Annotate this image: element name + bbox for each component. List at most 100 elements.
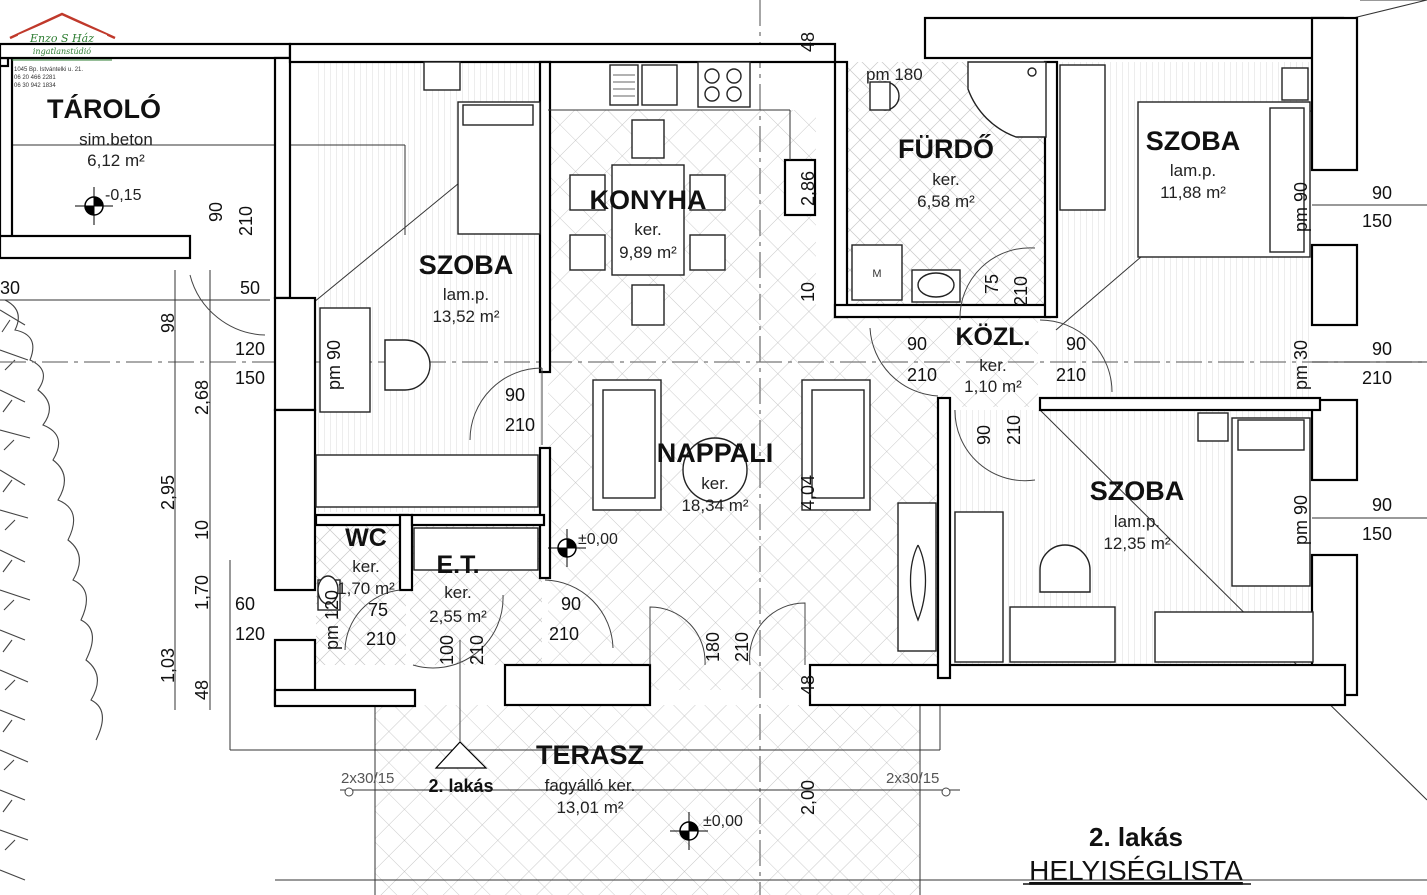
room-area: 13,01 m²: [556, 798, 623, 817]
floor-terasz: [375, 705, 920, 895]
pm-120: pm 120: [322, 590, 342, 650]
dim-30: 30: [0, 278, 20, 298]
dim-286: 2,86: [798, 171, 818, 206]
r-90c: 90: [1372, 495, 1392, 515]
room-nappali: NAPPALI ker. 18,34 m² ±0,00: [578, 438, 773, 548]
room-area: 18,34 m²: [681, 496, 748, 515]
s3-90: 90: [974, 425, 994, 445]
dim-170: 1,70: [192, 575, 212, 610]
room-floor: lam.p.: [443, 285, 489, 304]
room-name: TÁROLÓ: [47, 93, 161, 124]
room-area: 11,88 m²: [1160, 183, 1226, 202]
logo-phone1: 06 20 466 2281: [14, 75, 56, 81]
room-area: 6,58 m²: [917, 192, 975, 211]
et-90: 90: [561, 594, 581, 614]
dim-268: 2,68: [192, 380, 212, 415]
dim-60: 60: [235, 594, 255, 614]
footer-unit: 2. lakás: [1089, 822, 1183, 852]
wc-75: 75: [368, 600, 388, 620]
k-210b: 210: [1056, 365, 1086, 385]
room-area: 1,10 m²: [964, 377, 1022, 396]
room-floor: ker.: [444, 583, 471, 602]
room-szoba1: SZOBA lam.p. 13,52 m²: [419, 250, 514, 326]
logo-phone2: 06 30 942 1834: [14, 83, 56, 89]
room-name: NAPPALI: [657, 438, 774, 468]
room-konyha: KONYHA ker. 9,89 m²: [589, 185, 706, 262]
et-210b: 210: [549, 624, 579, 644]
footer-title: HELYISÉGLISTA: [1029, 855, 1243, 886]
room-area: 9,89 m²: [619, 243, 677, 262]
room-floor: ker.: [352, 557, 379, 576]
pm-90c: pm 90: [1291, 495, 1311, 545]
entrance-unit-label: 2. lakás: [428, 776, 493, 796]
shrub-hedge: [0, 299, 103, 881]
dim-48c: 48: [798, 675, 818, 695]
r-150a: 150: [1362, 211, 1392, 231]
floor-kozl: [938, 312, 1038, 407]
room-floor: ker.: [634, 220, 661, 239]
room-szoba3: SZOBA lam.p. 12,35 m²: [1090, 476, 1185, 553]
main-210: 210: [732, 632, 752, 662]
room-et: E.T. ker. 2,55 m²: [429, 551, 487, 626]
room-area: 1,70 m²: [337, 579, 395, 598]
logo-tagline: ingatlanstúdió: [33, 47, 91, 56]
entrance-marker-icon: [434, 741, 488, 769]
room-name: E.T.: [436, 551, 479, 579]
k-75: 75: [982, 274, 1002, 294]
dim-210a: 210: [236, 206, 256, 236]
room-pm: pm 180: [866, 65, 923, 84]
dim-48: 48: [798, 32, 818, 52]
room-name: SZOBA: [1090, 476, 1185, 506]
door-swings: [189, 247, 1113, 669]
room-name: SZOBA: [1146, 126, 1241, 156]
dim-200: 2,00: [798, 780, 818, 815]
room-name: FÜRDŐ: [898, 133, 994, 164]
room-name: KONYHA: [589, 185, 706, 215]
dim-295: 2,95: [158, 475, 178, 510]
logo: Enzo S Ház ingatlanstúdió 1045 Bp. Istvá…: [9, 12, 116, 89]
room-szoba2: SZOBA lam.p. 11,88 m²: [1146, 126, 1241, 202]
walls: [0, 16, 1359, 708]
room-name: TERASZ: [536, 740, 644, 770]
wc-210: 210: [366, 629, 396, 649]
room-floor: lam.p.: [1170, 161, 1216, 180]
et-100: 100: [437, 635, 457, 665]
dim-103: 1,03: [158, 648, 178, 683]
dimension-labels-vertical: 48 2,86 10 4,04 48 2,00 90 210 98 2,68 2…: [158, 32, 1311, 815]
dim-48b: 48: [192, 680, 212, 700]
door-210: 210: [505, 415, 535, 435]
k-90b: 90: [1066, 334, 1086, 354]
logo-brand: Enzo S Ház: [29, 32, 94, 45]
r-90b: 90: [1372, 339, 1392, 359]
room-floor: ker.: [932, 170, 959, 189]
room-level: ±0,00: [578, 531, 618, 548]
room-name: KÖZL.: [956, 322, 1031, 351]
dimension-labels: 50 30 120 150 60 120 90 210 75 210 90 21…: [0, 183, 1392, 787]
level-marker-tarolo: [75, 187, 113, 225]
dim-90a: 90: [206, 202, 226, 222]
logo-address: 1045 Bp. Istvántelki u. 21.: [14, 67, 83, 73]
furniture: [315, 61, 1314, 663]
pm-30: pm 30: [1291, 340, 1311, 390]
dim-120: 120: [235, 339, 265, 359]
room-terasz: TERASZ fagyálló ker. 13,01 m² ±0,00 2. l…: [428, 740, 743, 830]
dim-50: 50: [240, 278, 260, 298]
stair-left: 2x30/15: [341, 770, 394, 787]
room-area: 13,52 m²: [432, 307, 499, 326]
room-level: ±0,00: [703, 813, 743, 830]
stair-right: 2x30/15: [886, 770, 939, 787]
washing-machine-icon: M: [872, 268, 881, 280]
room-furdo: pm 180 FÜRDŐ ker. 6,58 m² M: [866, 65, 994, 280]
room-kozl: KÖZL. ker. 1,10 m²: [956, 322, 1031, 396]
et-210: 210: [467, 635, 487, 665]
dim-120b: 120: [235, 624, 265, 644]
k-210a: 210: [907, 365, 937, 385]
room-floor: fagyálló ker.: [545, 776, 636, 795]
room-floor: sim.beton: [79, 130, 153, 149]
level-marker-terasz: [670, 812, 708, 850]
room-floor: ker.: [701, 474, 728, 493]
dim-98: 98: [158, 313, 178, 333]
r-150c: 150: [1362, 524, 1392, 544]
room-area: 6,12 m²: [87, 151, 145, 170]
